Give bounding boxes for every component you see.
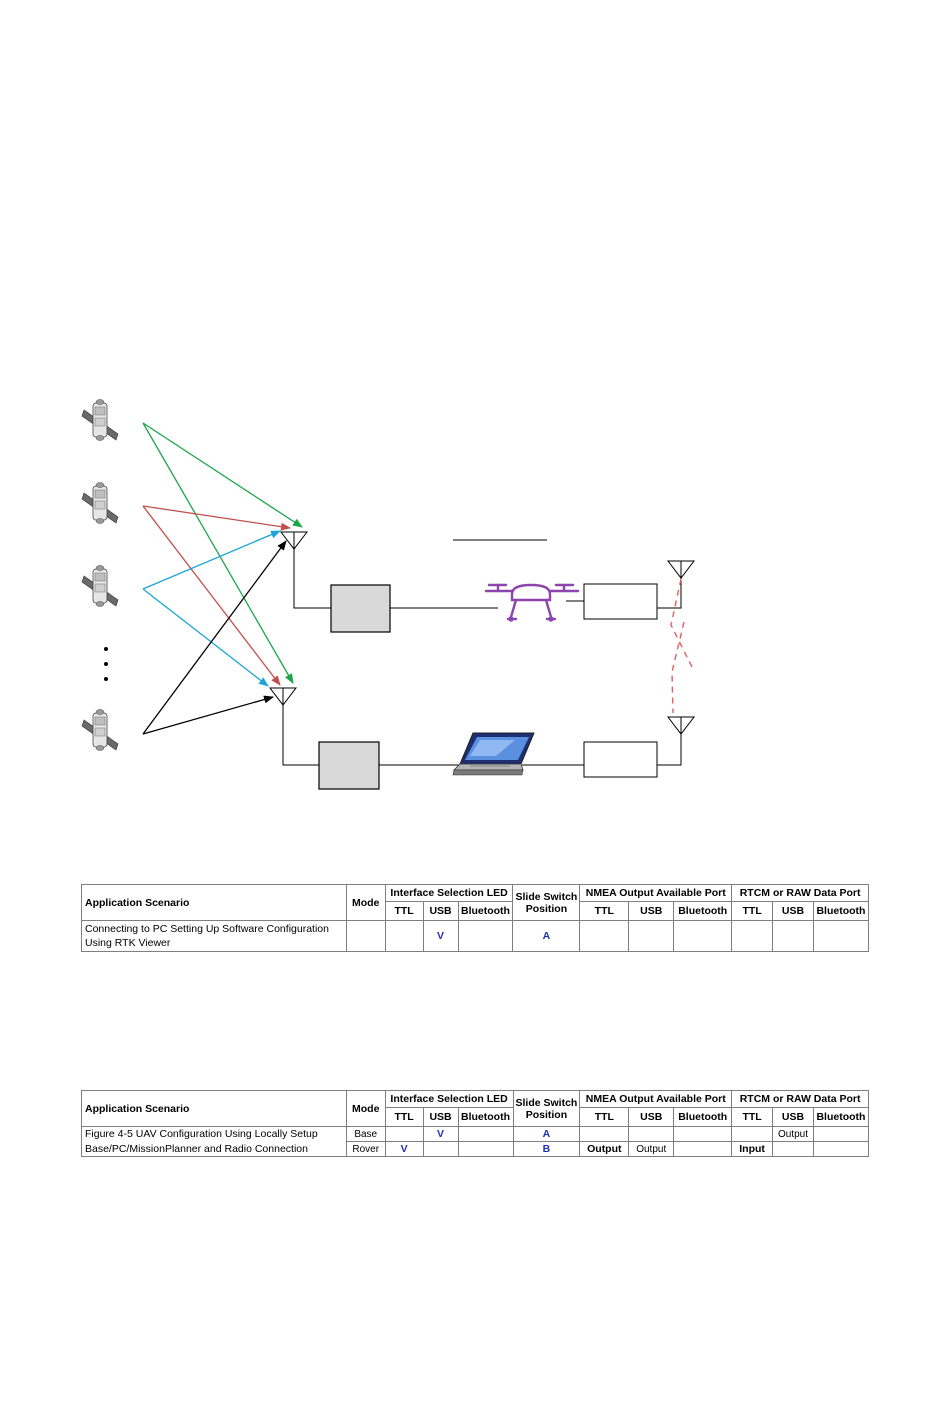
subheader-nmea-usb: USB <box>628 1107 675 1127</box>
subheader-if-ttl: TTL <box>384 1107 424 1127</box>
cell-if-usb: V <box>422 1126 459 1142</box>
table-row: Figure 4-5 UAV Configuration Using Local… <box>81 1126 870 1142</box>
cell-nmea-bluetooth <box>673 1141 733 1157</box>
signal-arrows <box>142 422 303 735</box>
subheader-if-ttl: TTL <box>384 901 424 921</box>
subheader-nmea-bluetooth: Bluetooth <box>673 901 733 921</box>
satellite-2-icon <box>81 482 119 524</box>
rover-wiring <box>293 549 682 609</box>
cell-rtcm-bluetooth <box>812 920 870 952</box>
header-mode: Mode <box>345 884 386 921</box>
table-row: Base/PC/MissionPlanner and Radio Connect… <box>81 1141 870 1157</box>
config-table-2: Application Scenario Mode Interface Sele… <box>81 1090 870 1157</box>
header-position: Position <box>525 1108 568 1121</box>
base-wiring <box>282 705 682 766</box>
subheader-if-usb: USB <box>422 1107 459 1127</box>
base-gnss-antenna-icon <box>269 687 297 706</box>
cell-position: A <box>512 1126 581 1142</box>
rover-receiver-box <box>330 584 391 633</box>
header-rtcm-raw-port: RTCM or RAW Data Port <box>731 1090 869 1108</box>
header-nmea-output-port: NMEA Output Available Port <box>579 884 733 902</box>
config-table-1: Application Scenario Mode Interface Sele… <box>81 884 870 952</box>
subheader-if-bluetooth: Bluetooth <box>457 901 514 921</box>
cell-rtcm-ttl <box>731 920 774 952</box>
subheader-rtcm-ttl: TTL <box>731 1107 774 1127</box>
subheader-nmea-bluetooth: Bluetooth <box>673 1107 733 1127</box>
header-application-scenario: Application Scenario <box>81 1090 347 1127</box>
header-position: Position <box>525 902 568 915</box>
cell-if-ttl <box>384 1126 424 1142</box>
subheader-rtcm-usb: USB <box>772 901 814 921</box>
cell-nmea-ttl: Output <box>579 1141 630 1157</box>
rover-gnss-antenna-icon <box>280 531 308 550</box>
cell-nmea-bluetooth <box>673 1126 733 1142</box>
subheader-rtcm-bluetooth: Bluetooth <box>812 1107 870 1127</box>
laptop-icon <box>452 732 535 776</box>
cell-if-bluetooth <box>457 1141 514 1157</box>
base-radio-box <box>583 741 658 778</box>
subheader-rtcm-ttl: TTL <box>731 901 774 921</box>
subheader-nmea-usb: USB <box>628 901 675 921</box>
cell-rtcm-bluetooth <box>812 1126 870 1142</box>
cell-nmea-usb <box>628 920 675 952</box>
cell-mode <box>345 920 386 952</box>
cell-if-ttl: V <box>384 1141 424 1157</box>
cell-if-bluetooth <box>457 920 514 952</box>
header-interface-selection-led: Interface Selection LED <box>384 884 514 902</box>
radio-link-dashed <box>670 578 693 714</box>
cell-rtcm-usb <box>772 1141 814 1157</box>
table-row: Connecting to PC Setting Up Software Con… <box>81 920 870 952</box>
cell-mode: Rover <box>345 1141 386 1157</box>
satellite-4-icon <box>81 709 119 751</box>
header-slide-switch: Slide Switch <box>515 890 578 903</box>
rover-radio-box <box>583 583 658 620</box>
header-interface-selection-led: Interface Selection LED <box>384 1090 514 1108</box>
cell-rtcm-ttl <box>731 1126 774 1142</box>
cell-if-bluetooth <box>457 1126 514 1142</box>
cell-nmea-ttl <box>579 1126 630 1142</box>
rover-radio-antenna-icon <box>667 560 695 579</box>
satellite-1-icon <box>81 399 119 441</box>
subheader-rtcm-usb: USB <box>772 1107 814 1127</box>
subheader-nmea-ttl: TTL <box>579 901 630 921</box>
cell-if-usb <box>422 1141 459 1157</box>
cell-rtcm-usb: Output <box>772 1126 814 1142</box>
header-mode: Mode <box>345 1090 386 1127</box>
header-nmea-output-port: NMEA Output Available Port <box>579 1090 733 1108</box>
header-rtcm-raw-port: RTCM or RAW Data Port <box>731 884 869 902</box>
subheader-if-bluetooth: Bluetooth <box>457 1107 514 1127</box>
satellite-3-icon <box>81 565 119 607</box>
cell-nmea-usb <box>628 1126 675 1142</box>
cell-rtcm-ttl: Input <box>731 1141 774 1157</box>
subheader-nmea-ttl: TTL <box>579 1107 630 1127</box>
cell-nmea-usb: Output <box>628 1141 675 1157</box>
subheader-if-usb: USB <box>422 901 459 921</box>
drone-icon <box>484 583 580 622</box>
header-slide-switch: Slide Switch <box>515 1096 578 1109</box>
cell-position: A <box>512 920 581 952</box>
cell-scenario-line2: Base/PC/MissionPlanner and Radio Connect… <box>81 1141 347 1157</box>
cell-position: B <box>512 1141 581 1157</box>
ellipsis-dots <box>104 647 108 681</box>
cell-scenario-line1: Figure 4-5 UAV Configuration Using Local… <box>81 1126 347 1142</box>
cell-if-usb: V <box>422 920 459 952</box>
subheader-rtcm-bluetooth: Bluetooth <box>812 901 870 921</box>
cell-nmea-bluetooth <box>673 920 733 952</box>
cell-if-ttl <box>384 920 424 952</box>
cell-nmea-ttl <box>579 920 630 952</box>
cell-scenario: Connecting to PC Setting Up Software Con… <box>81 920 347 952</box>
base-radio-antenna-icon <box>667 716 695 735</box>
gnss-rtk-diagram <box>81 399 695 790</box>
cell-rtcm-bluetooth <box>812 1141 870 1157</box>
cell-rtcm-usb <box>772 920 814 952</box>
base-receiver-box <box>318 741 380 790</box>
header-application-scenario: Application Scenario <box>81 884 347 921</box>
cell-mode: Base <box>345 1126 386 1142</box>
